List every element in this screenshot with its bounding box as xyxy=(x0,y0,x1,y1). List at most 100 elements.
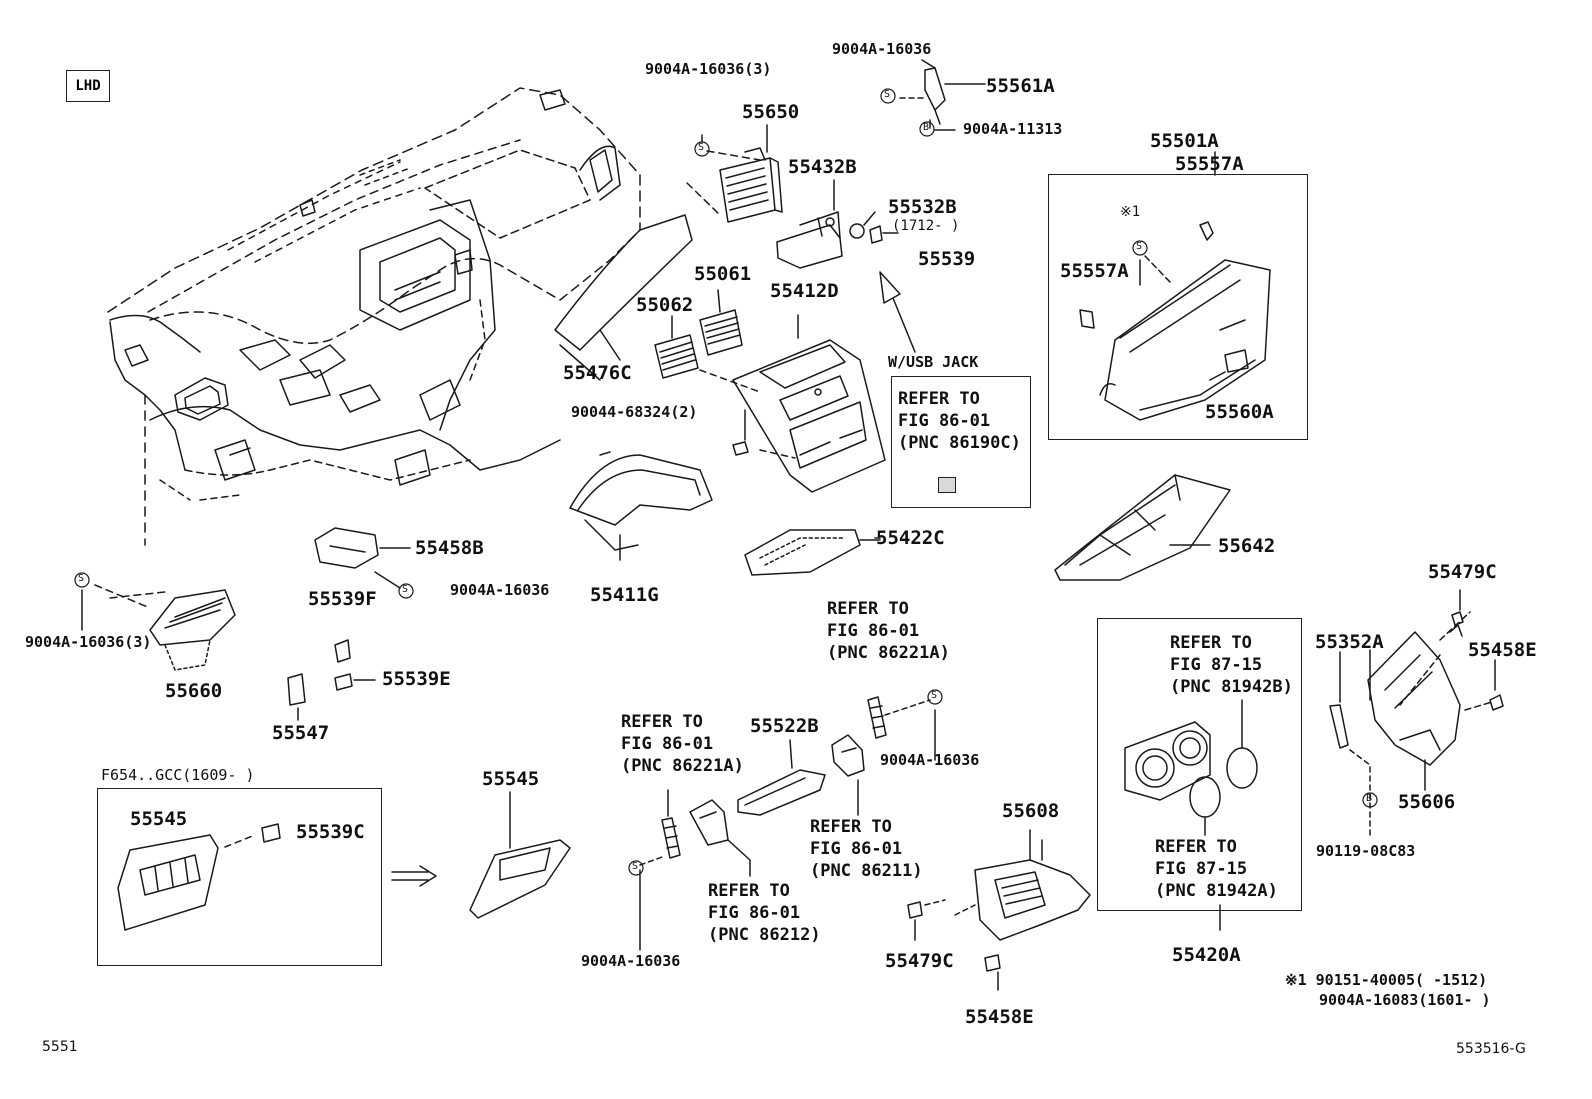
clip-55352a xyxy=(1329,651,1349,749)
tray-55422c xyxy=(744,529,861,576)
housing-55522b xyxy=(737,739,826,816)
label-55479c-lower: 55479C xyxy=(885,950,954,972)
refer-86221a-left: REFER TO FIG 86-01 (PNC 86221A) xyxy=(621,712,744,776)
label-55501a: 55501A xyxy=(1150,130,1219,152)
label-55561a: 55561A xyxy=(986,75,1055,97)
clip-55539e xyxy=(334,673,376,691)
label-fastener-b-top: 9004A-11313 xyxy=(963,120,1063,138)
label-55061: 55061 xyxy=(694,263,752,285)
refer-usb: REFER TO FIG 86-01 (PNC 86190C) xyxy=(898,389,1021,453)
label-55557a-top: 55557A xyxy=(1175,153,1244,175)
symbol-b-90119: B xyxy=(1366,793,1373,804)
refer-81942b: REFER TO FIG 87-15 (PNC 81942B) xyxy=(1170,633,1293,697)
clip-55458e-lower xyxy=(984,954,1001,972)
label-fastener-top-3: 9004A-16036(3) xyxy=(645,60,772,78)
panel-55420a xyxy=(1124,699,1258,836)
clip-55479c-lower xyxy=(907,901,923,919)
bracket-86212 xyxy=(689,799,751,877)
label-55412d: 55412D xyxy=(770,280,839,302)
label-55547: 55547 xyxy=(272,722,330,744)
label-55545-box: 55545 xyxy=(130,808,188,830)
trim-55476c xyxy=(554,214,693,381)
dashline-55608 xyxy=(924,899,976,916)
refer-86211: REFER TO FIG 86-01 (PNC 86211) xyxy=(810,817,923,881)
symbol-s-bottom: S xyxy=(632,861,639,872)
label-fastener-top: 9004A-16036 xyxy=(832,40,932,58)
refer-86221a-top: REFER TO FIG 86-01 (PNC 86221A) xyxy=(827,599,950,663)
label-55062: 55062 xyxy=(636,294,694,316)
heater-panel-group-frame xyxy=(1097,618,1302,911)
f654-group-frame xyxy=(97,788,382,966)
clip-55557a-top xyxy=(1199,221,1214,241)
glovebox-55501a xyxy=(1099,259,1271,421)
panel-55545-box xyxy=(117,823,281,931)
knob-55532b xyxy=(849,211,876,239)
label-55642: 55642 xyxy=(1218,535,1276,557)
vent-55650 xyxy=(719,147,783,223)
arrow-f654 xyxy=(391,865,437,887)
dashline-55650 xyxy=(686,150,761,216)
clip-55539f xyxy=(334,639,351,663)
usb-jack-frame xyxy=(891,376,1031,508)
label-fastener-bottom: 9004A-16036 xyxy=(581,952,681,970)
label-55532b: 55532B xyxy=(888,196,957,218)
panel-55608 xyxy=(974,829,1091,941)
leader-55458b xyxy=(374,547,411,589)
vent-55660 xyxy=(149,589,236,671)
label-55479c-right: 55479C xyxy=(1428,561,1497,583)
dashline-55660 xyxy=(94,584,166,609)
symbol-s-55650: S xyxy=(698,142,705,153)
symbol-s-right: S xyxy=(931,690,938,701)
frame-55642 xyxy=(1054,474,1231,581)
symbol-s-55501a: S xyxy=(1136,241,1143,252)
panel-55545 xyxy=(469,791,571,919)
note-mark-55501a: ※1 xyxy=(1120,204,1141,220)
symbol-s-55561a: S xyxy=(884,89,891,100)
leader-55476c xyxy=(599,329,621,361)
bracket-left-86221a xyxy=(661,789,681,859)
instrument-panel-illustration xyxy=(107,87,641,546)
label-fastener-90119: 90119-08C83 xyxy=(1316,842,1416,860)
dashline-grille xyxy=(699,369,761,393)
f654-caption: F654..GCC(1609- ) xyxy=(101,766,255,784)
grille-55062 xyxy=(654,315,699,379)
label-55539c: 55539C xyxy=(296,821,365,843)
fastener-symbols xyxy=(74,88,1378,876)
label-fastener-90044: 90044-68324(2) xyxy=(571,403,698,421)
dashline-90044 xyxy=(759,449,796,459)
label-55539f: 55539F xyxy=(308,588,377,610)
label-fastener-refer-right: 9004A-16036 xyxy=(880,751,980,769)
corner-code-left: 5551 xyxy=(42,1039,78,1055)
clip-90044 xyxy=(732,441,749,456)
label-55557a-left: 55557A xyxy=(1060,260,1129,282)
refer-81942a: REFER TO FIG 87-15 (PNC 81942A) xyxy=(1155,837,1278,901)
lhd-tag: LHD xyxy=(66,70,110,102)
clip-55479c-right xyxy=(1451,611,1464,626)
bracket-55432b xyxy=(776,211,843,269)
usb-caption: W/USB JACK xyxy=(888,353,979,371)
label-55422c: 55422C xyxy=(876,527,945,549)
bracket-86211 xyxy=(831,734,865,816)
clip-55458b xyxy=(314,527,379,569)
symbol-s-55660: S xyxy=(78,573,85,584)
bracket-55561a xyxy=(899,59,986,129)
symbol-b-55561a: B xyxy=(923,122,930,133)
label-55476c: 55476C xyxy=(563,362,632,384)
label-55352a: 55352A xyxy=(1315,631,1384,653)
label-55539: 55539 xyxy=(918,248,976,270)
label-55545: 55545 xyxy=(482,768,540,790)
footnote-line1: ※1 90151-40005( -1512) xyxy=(1285,971,1488,989)
label-55522b: 55522B xyxy=(750,715,819,737)
label-55660: 55660 xyxy=(165,680,223,702)
footnote-line2: 9004A-16083(1601- ) xyxy=(1319,991,1491,1009)
refer-86212: REFER TO FIG 86-01 (PNC 86212) xyxy=(708,881,821,945)
clip-55557a-left xyxy=(1079,309,1095,329)
usb-arrow xyxy=(879,271,916,353)
latch-55560a xyxy=(1224,349,1249,373)
label-55560a: 55560A xyxy=(1205,401,1274,423)
dashline-55479c xyxy=(1439,611,1471,641)
clip-55547 xyxy=(287,673,306,721)
clip-55458e-right xyxy=(1489,694,1504,711)
